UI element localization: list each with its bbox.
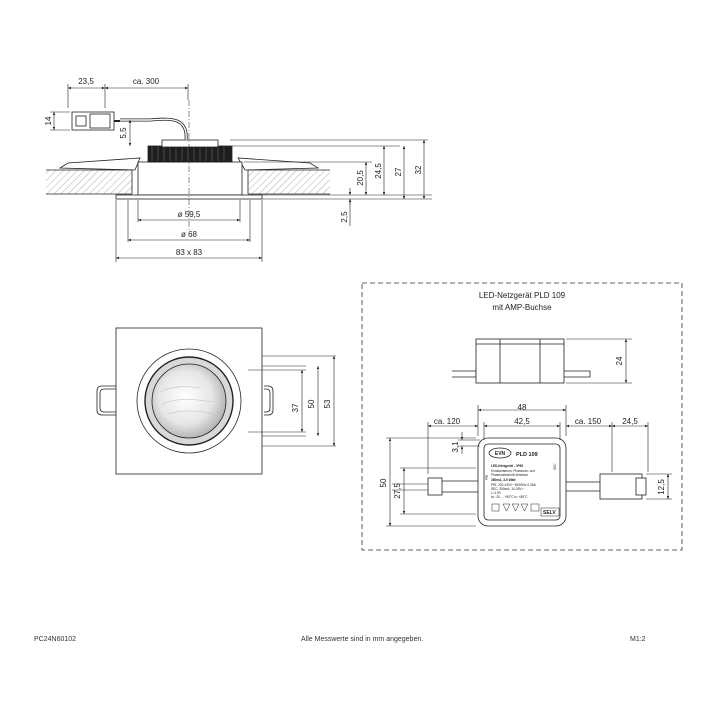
selv-mark: SELV [543, 510, 556, 516]
dim-label-5-5: 5,5 [119, 127, 128, 139]
dim-label-68: ø 68 [181, 230, 198, 239]
label-primary-tag: PRI [485, 475, 489, 480]
dim-label-cable-length: ca. 300 [133, 77, 160, 86]
dim-label-14: 14 [44, 116, 53, 125]
dim-label-83: 83 x 83 [176, 248, 203, 257]
label-line-3: Phasenabschnitt dimmbar [491, 473, 529, 477]
drawing-code: PC24N60102 [34, 636, 77, 643]
measurement-note: Alle Messwerte sind in mm angegeben. [301, 636, 424, 643]
dim-label-20-5: 20,5 [356, 170, 365, 186]
dim-label-23-5: 23,5 [78, 77, 94, 86]
side-view-dimensions [50, 84, 432, 262]
top-view-dimensions [248, 355, 336, 447]
label-line-5: PRI: 220-240V~ 50/60Hz 0,06A [491, 483, 537, 487]
label-line-8: ta: -20 ... +50°C tc: +85°C [491, 495, 528, 499]
lens [151, 363, 227, 439]
dim-label-12-5: 12,5 [657, 479, 666, 495]
label-line-4: 350mA, 3-9 Watt [491, 478, 516, 482]
dim-label-2-5: 2,5 [340, 211, 349, 223]
driver-panel-subtitle: mit AMP-Buchse [492, 303, 552, 312]
dim-label-input-cable: ca. 120 [434, 417, 461, 426]
label-model: PLD 109 [516, 452, 538, 458]
dim-label-24: 24 [615, 356, 624, 365]
driver-panel-frame [361, 282, 683, 551]
top-view [96, 327, 274, 475]
dim-label-27: 27 [394, 167, 403, 176]
dim-label-48: 48 [518, 403, 527, 412]
dim-label-53: 53 [323, 399, 332, 408]
drawing-scale: M1:2 [630, 636, 646, 643]
dim-label-connector-length: 24,5 [622, 417, 638, 426]
driver-panel-title: LED-Netzgerät PLD 109 [479, 291, 566, 300]
brand-name: EVN [495, 451, 506, 457]
dim-label-32: 32 [414, 165, 423, 174]
driver-output-connector [599, 473, 643, 500]
fixture-body [137, 161, 243, 196]
driver-dimensions [386, 405, 672, 527]
dim-label-50: 50 [307, 399, 316, 408]
spring-clip-right [237, 157, 320, 171]
driver-top-view [392, 437, 647, 527]
brand-logo [488, 447, 512, 459]
driver-side-view [452, 338, 591, 384]
dim-label-3-1: 3,1 [451, 441, 460, 453]
certification-marks [491, 503, 560, 517]
dim-label-24-5: 24,5 [374, 163, 383, 179]
dim-label-output-cable: ca. 150 [575, 417, 602, 426]
label-line-7: λ: 0.90 [491, 491, 501, 495]
dim-label-42-5: 42,5 [514, 417, 530, 426]
dim-label-driver-50: 50 [379, 478, 388, 487]
mounting-clip-left [96, 385, 124, 416]
label-line-1: LED-Netzgerät – IP65 [491, 464, 523, 468]
dim-label-37: 37 [291, 403, 300, 412]
side-view-dimension-labels: 23,5 ca. 300 14 5,5 20,5 24,5 27 32 2,5 … [44, 77, 423, 257]
dim-label-27-5: 27,5 [393, 483, 402, 499]
label-secondary-tag: SEC [553, 463, 557, 470]
ceiling-section-left [46, 170, 132, 194]
driver-label-text: EVN PLD 109 LED-Netzgerät – IP65 Konstan… [485, 451, 557, 516]
label-line-6: SEC: 350mA, 10-26V⎓ [491, 487, 524, 491]
spring-clip-left [58, 157, 141, 171]
mounting-clip-right [264, 385, 274, 416]
label-line-2: Konstantstrom, Phasenan- und [491, 469, 535, 473]
heat-sink [147, 145, 233, 163]
side-view [46, 100, 330, 232]
ceiling-section-right [248, 170, 330, 194]
dim-label-59-5: ø 59,5 [178, 210, 201, 219]
